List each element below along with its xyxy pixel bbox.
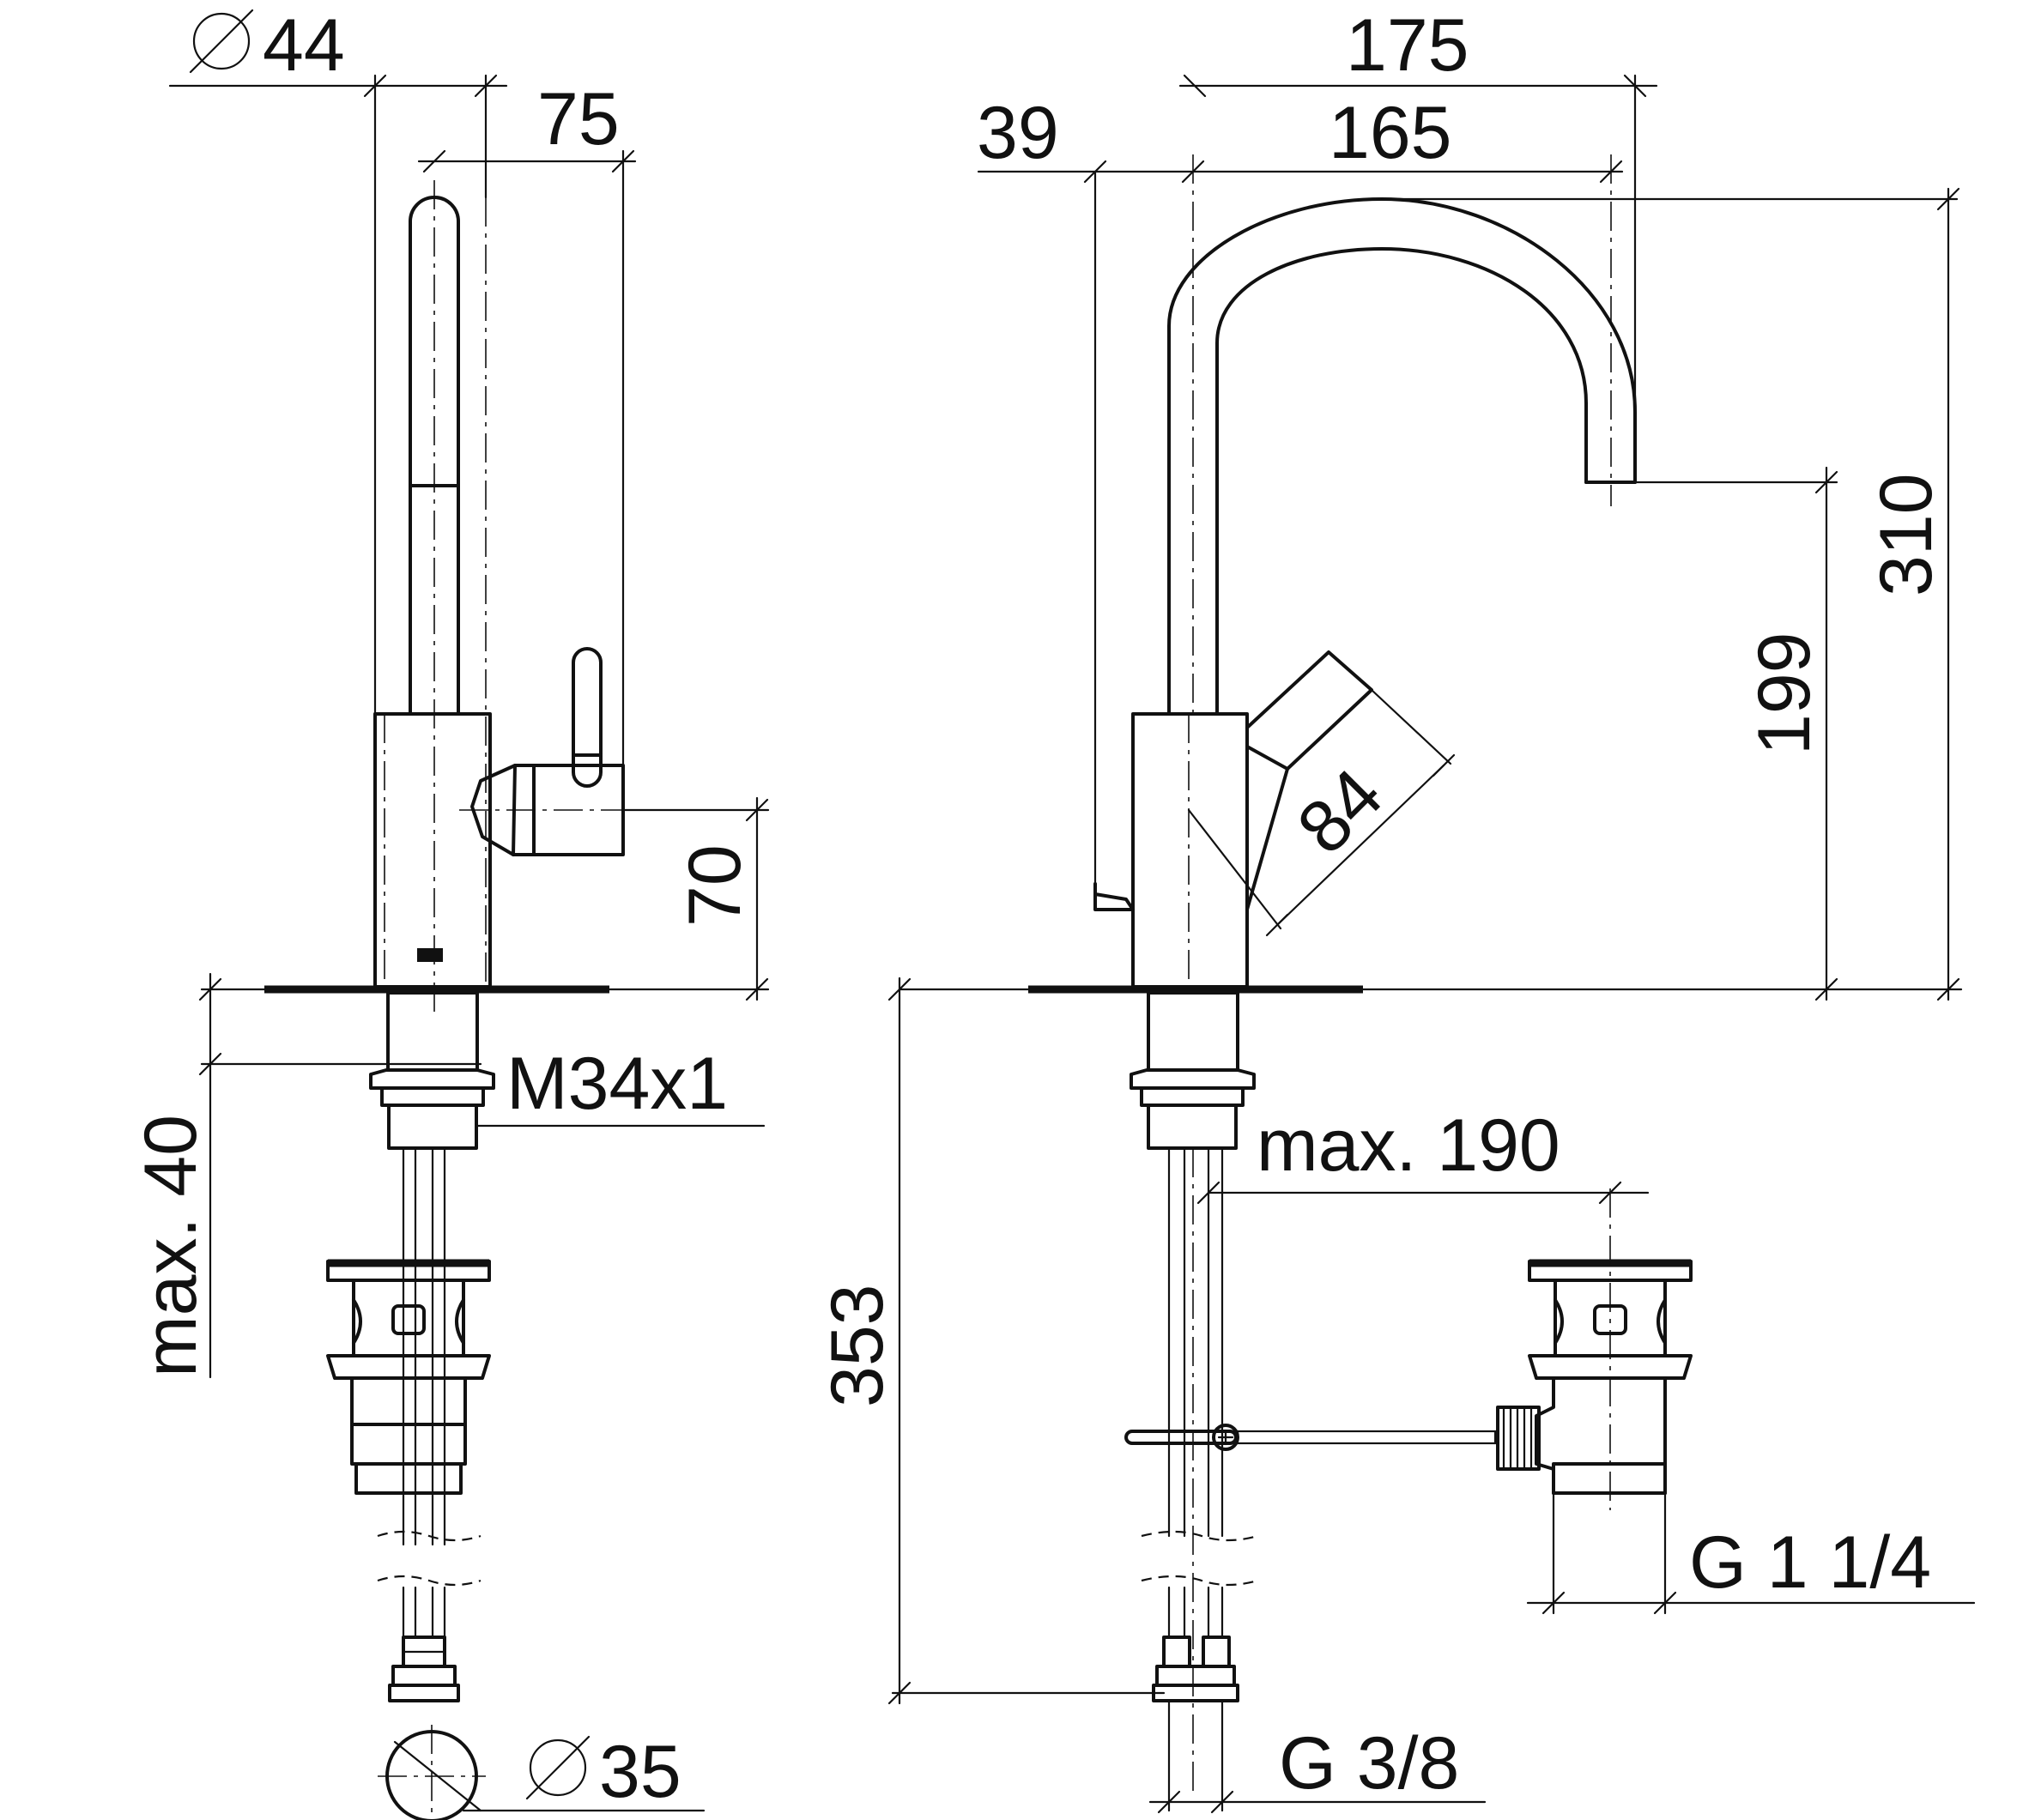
dim-39: 39: [977, 92, 1059, 174]
dim-label-165: 165: [1329, 92, 1452, 174]
front-view-hose-ends: [1152, 1586, 1239, 1702]
front-view-pull-rod: [1124, 1424, 1497, 1451]
front-view-shank: [1130, 991, 1256, 1793]
dim-165: 165: [977, 92, 1624, 184]
dim-diameter-35: 35: [462, 1731, 706, 1813]
dim-label-max-190: max. 190: [1257, 1104, 1560, 1187]
dim-label-max-40: max. 40: [130, 1115, 212, 1377]
diameter-symbol-icon: [525, 1735, 591, 1800]
front-view-waste: [1496, 1188, 1693, 1510]
dim-max-40: max. 40: [130, 972, 482, 1379]
side-view-shank: [369, 991, 495, 1546]
dim-label-39: 39: [977, 92, 1059, 174]
side-view-body: [373, 197, 492, 989]
dim-310: 310: [1380, 187, 1960, 1001]
dim-75: 75: [417, 78, 637, 812]
side-view-spout: [409, 180, 460, 1013]
dim-label-m34x1: M34x1: [506, 1043, 728, 1125]
dim-199: 199: [1633, 466, 1838, 1001]
dim-label-diameter-44: 44: [263, 4, 345, 87]
dim-70: 70: [608, 796, 770, 1001]
dim-label-diameter-35: 35: [599, 1731, 681, 1813]
dim-g38: G 3/8: [1148, 1699, 1487, 1814]
dim-label-310: 310: [1865, 474, 1947, 597]
dim-label-199: 199: [1743, 632, 1826, 756]
side-view-plan-circle: [378, 1725, 486, 1820]
dim-thread-m34: M34x1: [475, 1043, 766, 1128]
side-view-handle: [459, 647, 627, 856]
front-view-handle: [1245, 650, 1373, 911]
dim-label-175: 175: [1346, 4, 1469, 87]
dim-max-190: max. 190: [1196, 1104, 1650, 1205]
dim-label-353: 353: [816, 1285, 899, 1408]
side-view-waste: [326, 1259, 491, 1495]
dim-label-g38: G 3/8: [1279, 1722, 1459, 1805]
front-view-body: [1093, 170, 1249, 989]
diameter-symbol-icon: [189, 9, 254, 74]
dim-label-84: 84: [1282, 753, 1399, 870]
dim-label-g114: G 1 1/4: [1689, 1521, 1931, 1604]
dim-g114: G 1 1/4: [1526, 1491, 1976, 1615]
dim-175: 175: [1178, 4, 1658, 484]
front-view-spout: [1167, 154, 1637, 716]
dim-label-75: 75: [537, 78, 620, 160]
dim-diameter-44: 44: [168, 4, 508, 716]
side-view: 44 75 70 max. 40 M34x1: [130, 4, 770, 1820]
dim-84: 84: [1187, 688, 1456, 937]
dim-label-70: 70: [674, 844, 756, 927]
front-view: 175 165 39 310 199: [816, 4, 1976, 1814]
side-view-hose-end: [388, 1586, 460, 1702]
dim-353: 353: [816, 977, 1166, 1705]
